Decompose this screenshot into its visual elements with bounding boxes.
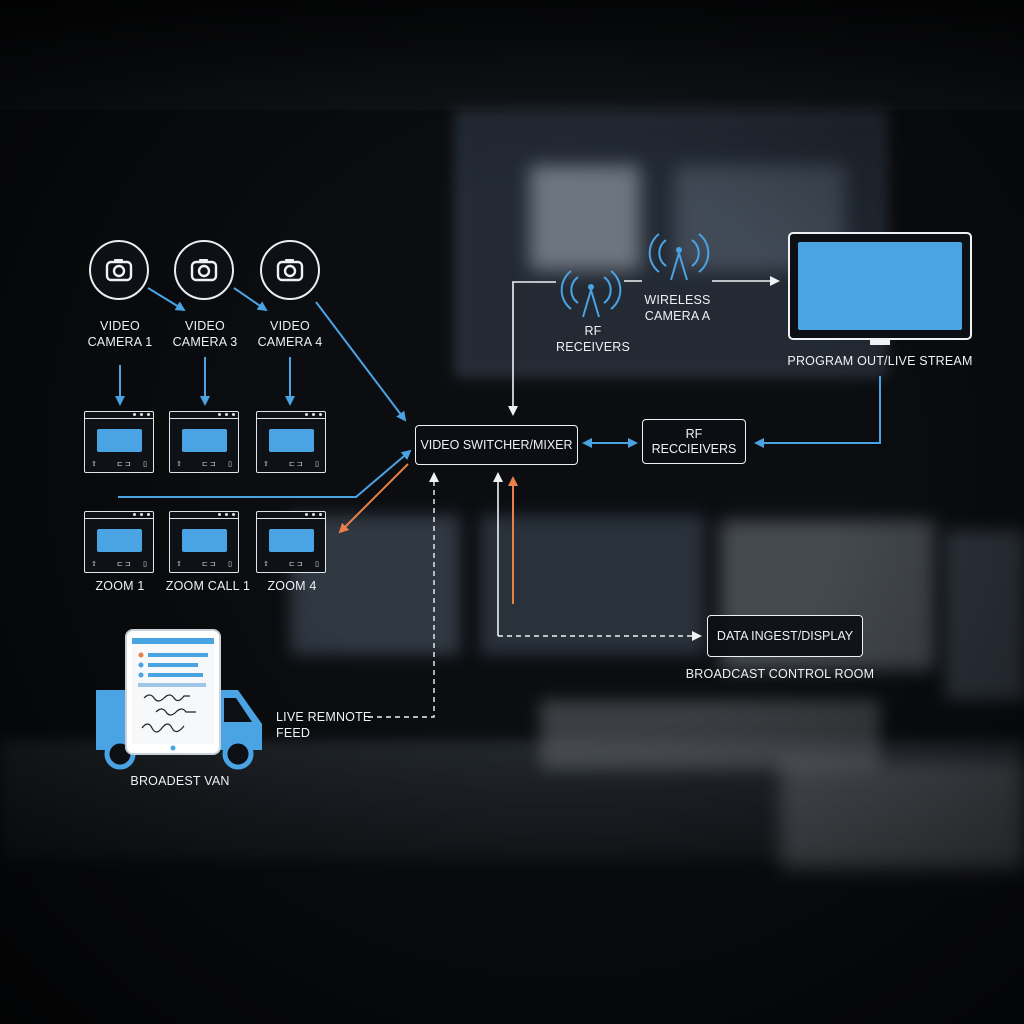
rf-receivers-box-label: RF RECCIEIVERS	[651, 426, 737, 456]
camera-4-label: VIDEO CAMERA 4	[257, 319, 323, 349]
zoom-4-device: ⇧⊏ ⊐▯	[256, 511, 326, 573]
wire-bus-switcher	[118, 449, 412, 498]
video-switcher-mixer: VIDEO SWITCHER/MIXER	[415, 425, 578, 465]
wire-switcher-zoom4	[338, 463, 409, 534]
broadcast-van-icon	[96, 629, 262, 770]
data-ingest-display: DATA INGEST/DISPLAY	[707, 615, 863, 657]
wire-remote-feed	[368, 472, 439, 718]
video-switcher-label: VIDEO SWITCHER/MIXER	[420, 437, 573, 452]
video-camera-3-icon	[174, 240, 234, 300]
monitor-device: ⇧⊏ ⊐▯	[84, 411, 154, 473]
rf-receivers-box: RF RECCIEIVERS	[642, 419, 746, 464]
video-camera-1-icon	[89, 240, 149, 300]
wire-program-rfbox	[754, 376, 881, 448]
video-camera-4-icon	[260, 240, 320, 300]
monitor-device: ⇧⊏ ⊐▯	[256, 411, 326, 473]
rf-antenna-icon	[560, 270, 622, 318]
camera-1-label: VIDEO CAMERA 1	[87, 319, 153, 349]
program-out-label: PROGRAM OUT/LIVE STREAM	[787, 354, 973, 368]
zoom-1-device: ⇧⊏ ⊐▯	[84, 511, 154, 573]
wire-cam4-switcher	[315, 301, 407, 422]
zoom-1-label: ZOOM 1	[95, 579, 145, 593]
camera-3-label: VIDEO CAMERA 3	[172, 319, 238, 349]
wire-rf-switcher	[508, 281, 556, 416]
control-room-label: BROADCAST CONTROL ROOM	[685, 667, 875, 681]
data-ingest-label: DATA INGEST/DISPLAY	[716, 628, 854, 643]
zoom-4-label: ZOOM 4	[267, 579, 317, 593]
wire-cam3-cam4	[233, 287, 268, 312]
wireless-camera-label: WIRELESS CAMERA A	[644, 293, 711, 323]
monitor-device: ⇧⊏ ⊐▯	[169, 411, 239, 473]
program-out-monitor	[788, 232, 972, 340]
wire-cam1-cam3	[147, 287, 186, 312]
rf-receivers-top-label: RF RECEIVERS	[555, 324, 631, 354]
live-remote-feed-label: LIVE REMNOTE FEED	[276, 710, 372, 740]
broadcast-van-label: BROADEST VAN	[130, 774, 230, 788]
wireless-antenna-icon	[648, 233, 710, 281]
zoom-call-1-device: ⇧⊏ ⊐▯	[169, 511, 239, 573]
zoom-call-1-label: ZOOM CALL 1	[165, 579, 251, 593]
